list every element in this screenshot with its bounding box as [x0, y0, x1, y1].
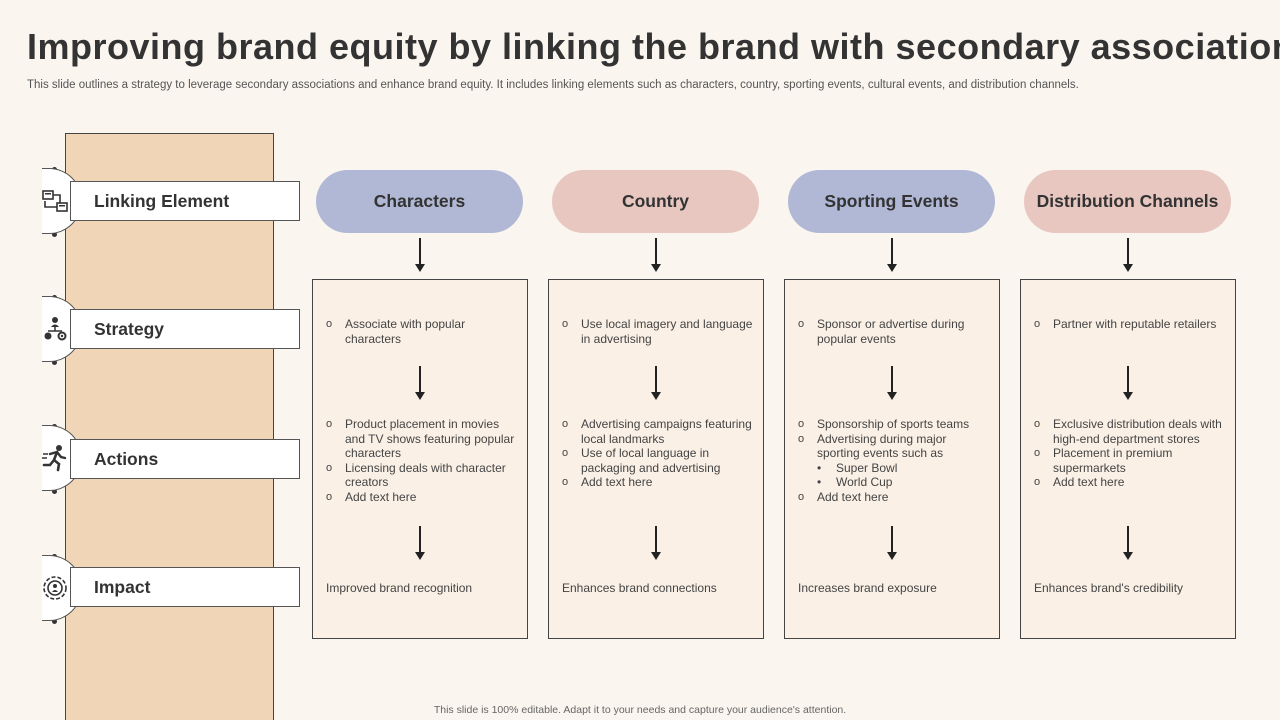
- actions-list: Exclusive distribution deals with high-e…: [1034, 417, 1227, 490]
- card-distribution-channels: Partner with reputable retailers Exclusi…: [1020, 279, 1236, 639]
- linking-icon: [41, 190, 68, 212]
- arrow-down-icon: [1122, 366, 1134, 400]
- header-pill-country: Country: [552, 170, 759, 233]
- list-item: Use of local language in packaging and a…: [562, 446, 755, 475]
- arrow-down-icon: [650, 526, 662, 560]
- list-item: Sponsorship of sports teams: [798, 417, 991, 432]
- connector-dot: [52, 232, 57, 237]
- list-item: Exclusive distribution deals with high-e…: [1034, 417, 1227, 446]
- list-item: Advertising during major sporting events…: [798, 432, 991, 490]
- card-country: Use local imagery and language in advert…: [548, 279, 764, 639]
- slide-footer: This slide is 100% editable. Adapt it to…: [433, 704, 847, 716]
- connector-dot: [52, 619, 57, 624]
- connector-dot: [52, 360, 57, 365]
- target-icon: [42, 576, 67, 600]
- row-label-strategy: Strategy: [70, 309, 300, 349]
- impact-text: Increases brand exposure: [798, 581, 937, 595]
- list-item: Add text here: [562, 475, 755, 490]
- actions-list: Product placement in movies and TV shows…: [326, 417, 519, 504]
- card-sporting-events: Sponsor or advertise during popular even…: [784, 279, 1000, 639]
- running-person-icon: [41, 445, 66, 472]
- list-item: Add text here: [798, 490, 991, 505]
- list-item: Advertising campaigns featuring local la…: [562, 417, 755, 446]
- arrow-down-icon: [414, 366, 426, 400]
- strategy-list: Sponsor or advertise during popular even…: [798, 317, 991, 346]
- slide-title: Improving brand equity by linking the br…: [27, 26, 1280, 67]
- arrow-down-icon: [1122, 238, 1134, 272]
- strategy-list: Partner with reputable retailers: [1034, 317, 1227, 332]
- slide-subtitle: This slide outlines a strategy to levera…: [27, 79, 1079, 91]
- actions-list: Sponsorship of sports teams Advertising …: [798, 417, 991, 504]
- list-item: Product placement in movies and TV shows…: [326, 417, 519, 461]
- left-strip: [65, 133, 274, 720]
- row-label-impact: Impact: [70, 567, 300, 607]
- arrow-down-icon: [650, 366, 662, 400]
- list-item: Add text here: [326, 490, 519, 505]
- list-item: Associate with popular characters: [326, 317, 519, 346]
- header-pill-characters: Characters: [316, 170, 523, 233]
- list-item: Licensing deals with character creators: [326, 461, 519, 490]
- list-item-text: Advertising during major sporting events…: [817, 431, 947, 461]
- impact-text: Enhances brand's credibility: [1034, 581, 1184, 595]
- strategy-icon: [44, 317, 66, 341]
- row-label-actions: Actions: [70, 439, 300, 479]
- arrow-down-icon: [886, 238, 898, 272]
- arrow-down-icon: [886, 366, 898, 400]
- connector-dot: [52, 489, 57, 494]
- arrow-down-icon: [650, 238, 662, 272]
- row-label-linking-element: Linking Element: [70, 181, 300, 221]
- list-item: Use local imagery and language in advert…: [562, 317, 755, 346]
- impact-text: Enhances brand connections: [562, 581, 717, 595]
- actions-list: Advertising campaigns featuring local la…: [562, 417, 755, 490]
- list-item: Partner with reputable retailers: [1034, 317, 1227, 332]
- list-item: Placement in premium supermarkets: [1034, 446, 1227, 475]
- strategy-list: Use local imagery and language in advert…: [562, 317, 755, 346]
- arrow-down-icon: [886, 526, 898, 560]
- header-pill-distribution-channels: Distribution Channels: [1024, 170, 1231, 233]
- sub-list: Super Bowl World Cup: [817, 461, 991, 490]
- card-characters: Associate with popular characters Produc…: [312, 279, 528, 639]
- header-pill-sporting-events: Sporting Events: [788, 170, 995, 233]
- list-item: Add text here: [1034, 475, 1227, 490]
- impact-text: Improved brand recognition: [326, 581, 473, 595]
- sub-list-item: World Cup: [817, 475, 991, 490]
- arrow-down-icon: [1122, 526, 1134, 560]
- strategy-list: Associate with popular characters: [326, 317, 519, 346]
- sub-list-item: Super Bowl: [817, 461, 991, 476]
- arrow-down-icon: [414, 238, 426, 272]
- arrow-down-icon: [414, 526, 426, 560]
- list-item: Sponsor or advertise during popular even…: [798, 317, 991, 346]
